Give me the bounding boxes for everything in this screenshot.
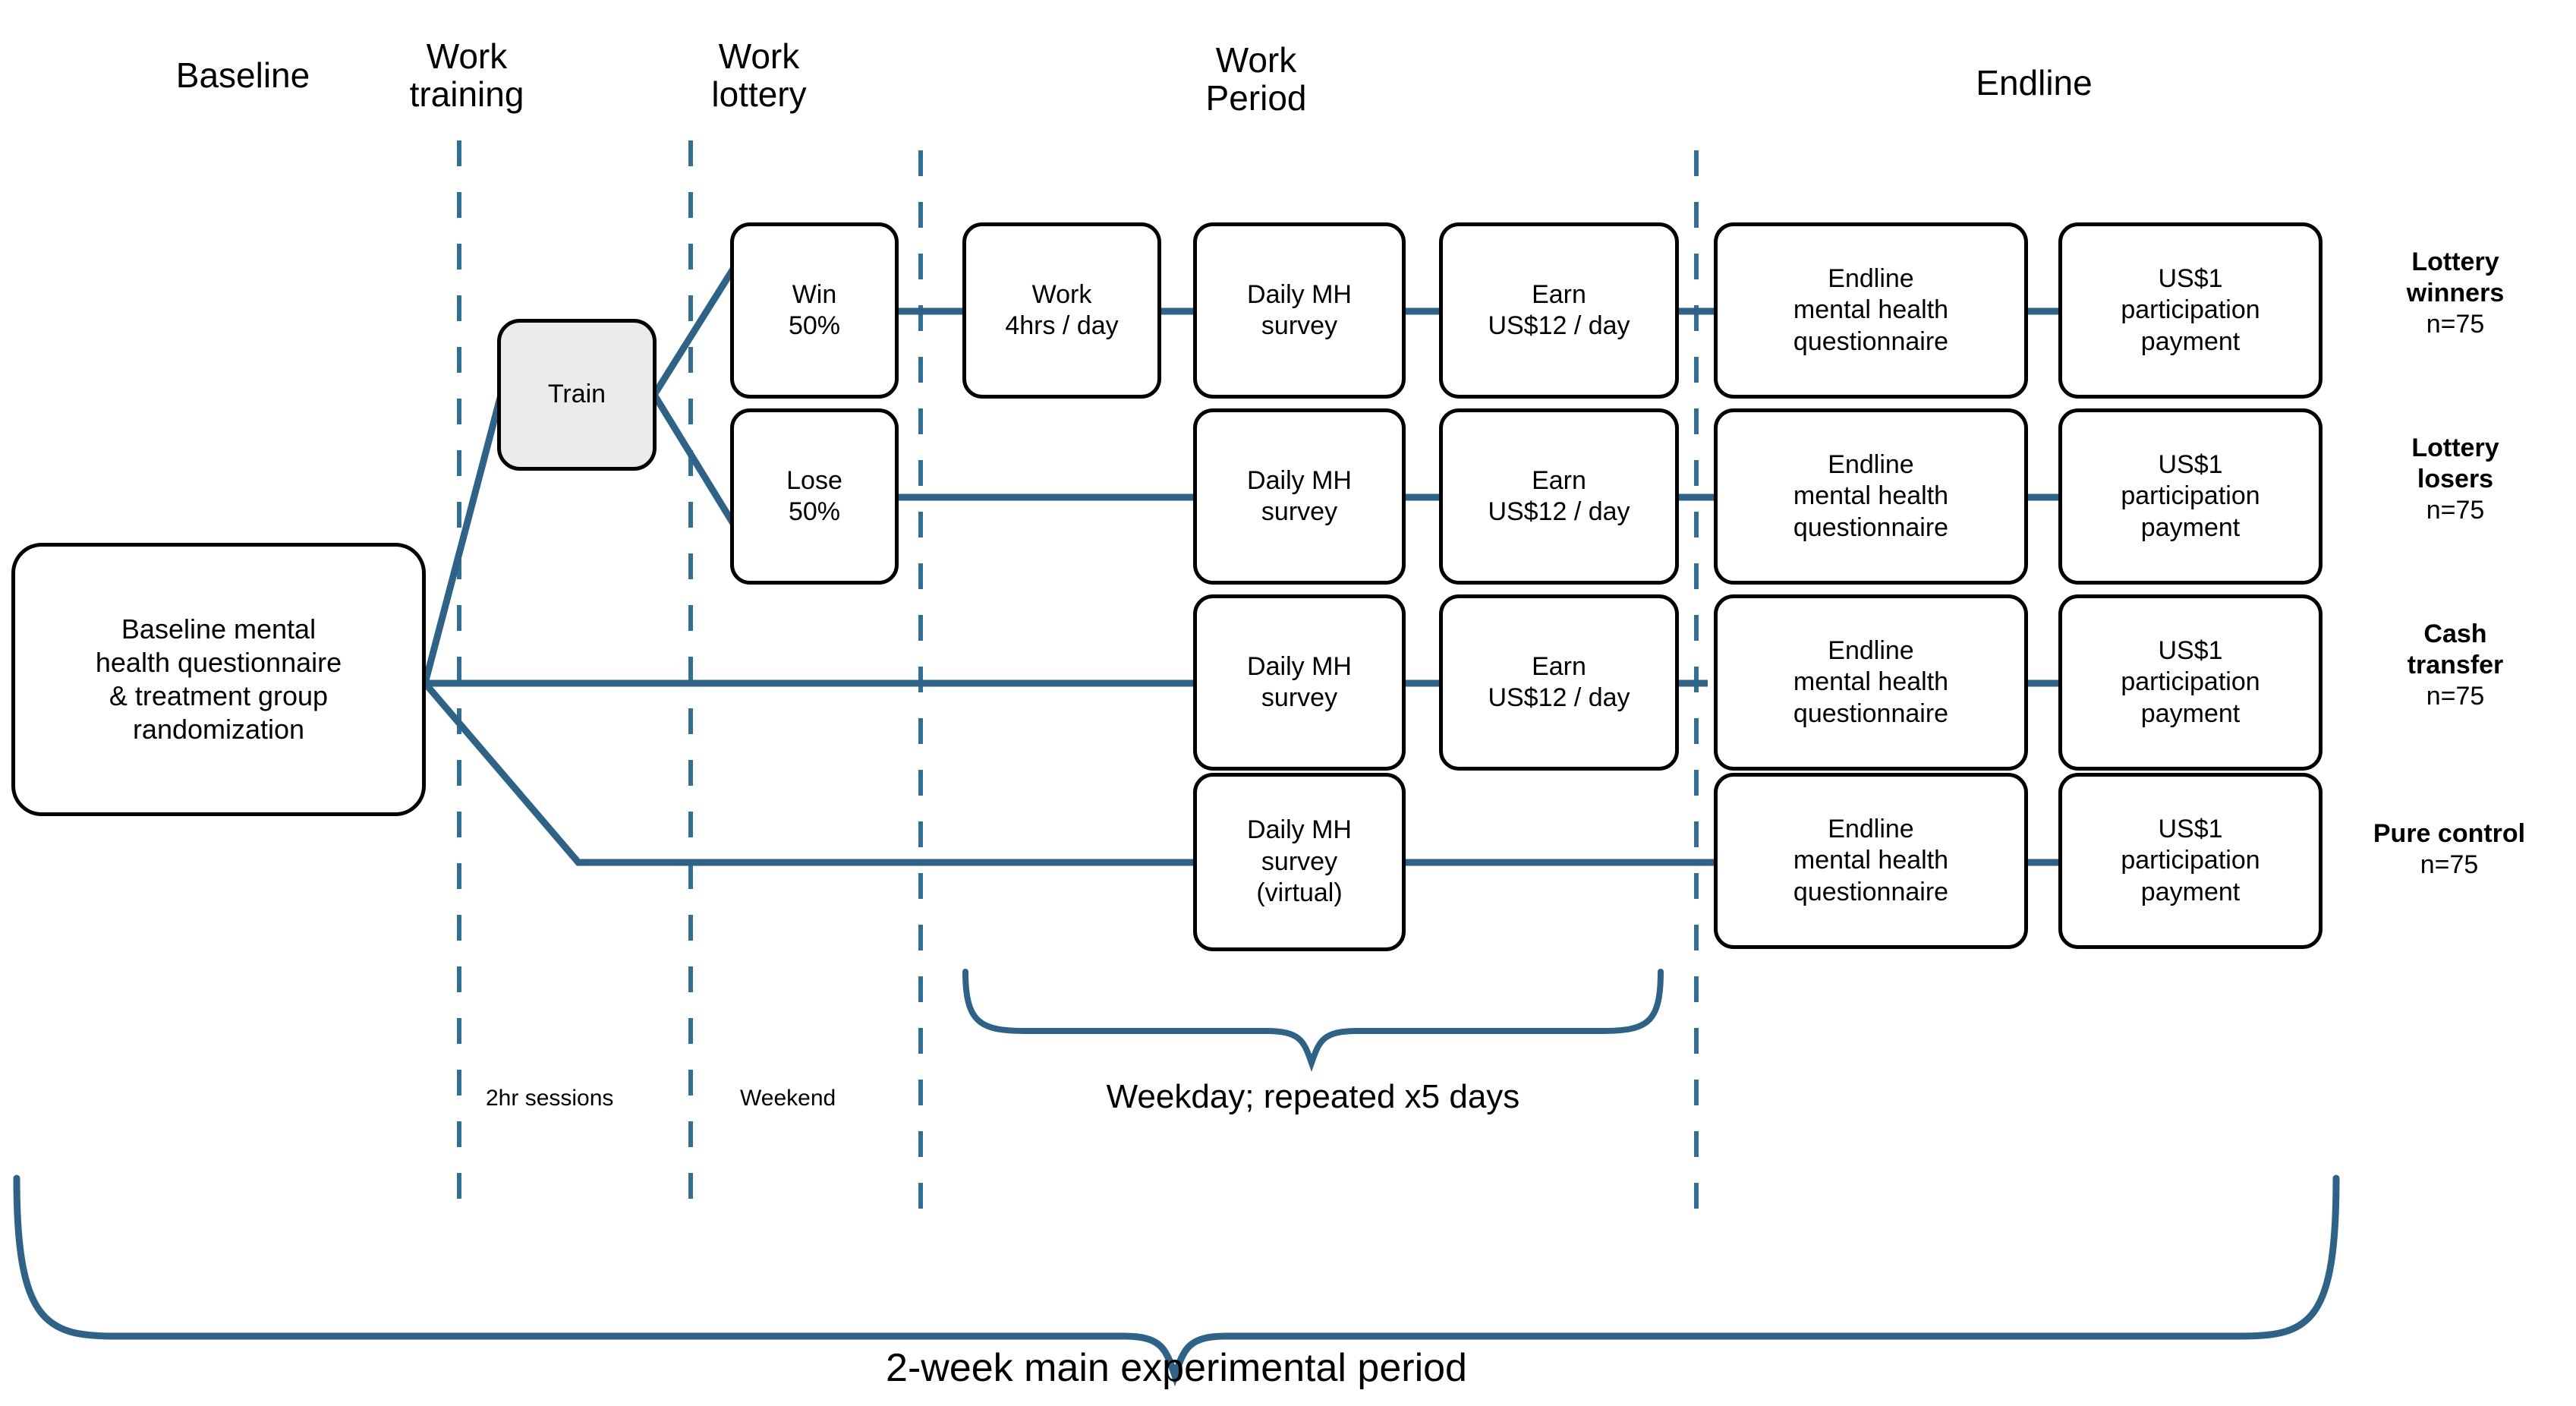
tick-label-weekend: Weekend: [740, 1086, 836, 1111]
phase-label-work-period: Work Period: [1205, 40, 1307, 118]
node-earn-us12-r3[interactable]: Earn US$12 / day: [1439, 594, 1679, 771]
brace-label-experiment: 2-week main experimental period: [886, 1346, 1467, 1390]
group-label-lottery-losers: Lottery losers n=75: [2341, 433, 2569, 525]
node-participation-payment-r4[interactable]: US$1 participation payment: [2058, 773, 2322, 949]
node-lottery-lose[interactable]: Lose 50%: [730, 408, 899, 585]
node-participation-payment-r2[interactable]: US$1 participation payment: [2058, 408, 2322, 585]
phase-label-endline: Endline: [1976, 63, 2093, 102]
weekday-brace-shape: [962, 969, 1664, 1072]
node-endline-questionnaire-r4[interactable]: Endline mental health questionnaire: [1714, 773, 2028, 949]
node-endline-questionnaire-r1[interactable]: Endline mental health questionnaire: [1714, 222, 2028, 399]
group-label-cash-transfer: Cash transfer n=75: [2341, 619, 2569, 711]
node-endline-questionnaire-r2[interactable]: Endline mental health questionnaire: [1714, 408, 2028, 585]
node-earn-us12-r2[interactable]: Earn US$12 / day: [1439, 408, 1679, 585]
tick-label-2hr-sessions: 2hr sessions: [486, 1086, 614, 1111]
group-name-pure-control: Pure control: [2373, 819, 2526, 848]
group-name-lottery-winners: Lottery winners: [2406, 247, 2505, 307]
brace-label-weekday: Weekday; repeated x5 days: [1106, 1078, 1520, 1115]
node-lottery-win[interactable]: Win 50%: [730, 222, 899, 399]
phase-label-baseline: Baseline: [175, 55, 310, 95]
group-label-pure-control: Pure control n=75: [2322, 818, 2576, 881]
node-endline-questionnaire-r3[interactable]: Endline mental health questionnaire: [1714, 594, 2028, 771]
group-name-cash-transfer: Cash transfer: [2407, 619, 2504, 679]
group-n-lottery-losers: n=75: [2426, 495, 2485, 525]
node-earn-us12-r1[interactable]: Earn US$12 / day: [1439, 222, 1679, 399]
group-n-lottery-winners: n=75: [2426, 309, 2485, 339]
node-daily-mh-survey-r2[interactable]: Daily MH survey: [1193, 408, 1406, 585]
node-daily-mh-survey-r3[interactable]: Daily MH survey: [1193, 594, 1406, 771]
node-participation-payment-r3[interactable]: US$1 participation payment: [2058, 594, 2322, 771]
group-name-lottery-losers: Lottery losers: [2411, 433, 2499, 493]
node-participation-payment-r1[interactable]: US$1 participation payment: [2058, 222, 2322, 399]
phase-label-work-training: Work training: [409, 36, 524, 114]
node-train[interactable]: Train: [497, 319, 657, 471]
node-work-4hrs-r1[interactable]: Work 4hrs / day: [962, 222, 1161, 399]
group-n-cash-transfer: n=75: [2426, 681, 2485, 711]
node-daily-mh-survey-virtual-r4[interactable]: Daily MH survey (virtual): [1193, 773, 1406, 951]
node-baseline-questionnaire[interactable]: Baseline mental health questionnaire & t…: [11, 543, 426, 816]
link-baseline-to-train: [421, 393, 505, 685]
node-daily-mh-survey-r1[interactable]: Daily MH survey: [1193, 222, 1406, 399]
phase-label-work-lottery: Work lottery: [711, 36, 807, 114]
group-label-lottery-winners: Lottery winners n=75: [2341, 247, 2569, 339]
group-n-pure-control: n=75: [2420, 850, 2479, 879]
brace-shapes: [13, 969, 2340, 1387]
